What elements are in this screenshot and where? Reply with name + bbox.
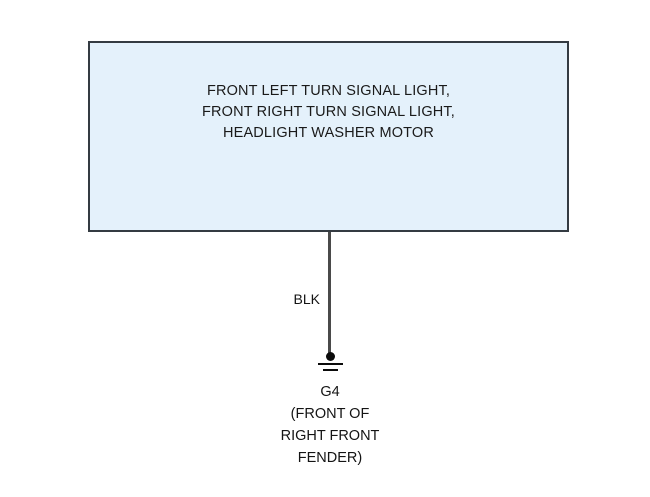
chassis-ground-icon bbox=[305, 350, 355, 376]
wire-color-label: BLK bbox=[293, 291, 320, 307]
ground-caption: G4 (FRONT OF RIGHT FRONT FENDER) bbox=[180, 381, 480, 469]
ground-bar-narrow bbox=[323, 368, 338, 372]
ground-wire bbox=[328, 232, 331, 354]
component-box-label: FRONT LEFT TURN SIGNAL LIGHT, FRONT RIGH… bbox=[90, 81, 567, 144]
component-label-line-3: HEADLIGHT WASHER MOTOR bbox=[223, 125, 434, 141]
ground-location-line-1: (FRONT OF bbox=[290, 406, 370, 422]
ground-node-dot bbox=[326, 352, 335, 361]
component-label-line-1: FRONT LEFT TURN SIGNAL LIGHT, bbox=[206, 83, 451, 99]
ground-bar-wide bbox=[318, 362, 343, 366]
ground-id-label: G4 bbox=[320, 384, 340, 400]
component-label-line-2: FRONT RIGHT TURN SIGNAL LIGHT, bbox=[202, 104, 455, 120]
ground-location-line-3: FENDER) bbox=[297, 450, 363, 466]
component-box: FRONT LEFT TURN SIGNAL LIGHT, FRONT RIGH… bbox=[88, 41, 569, 232]
ground-location-line-2: RIGHT FRONT bbox=[280, 428, 380, 444]
